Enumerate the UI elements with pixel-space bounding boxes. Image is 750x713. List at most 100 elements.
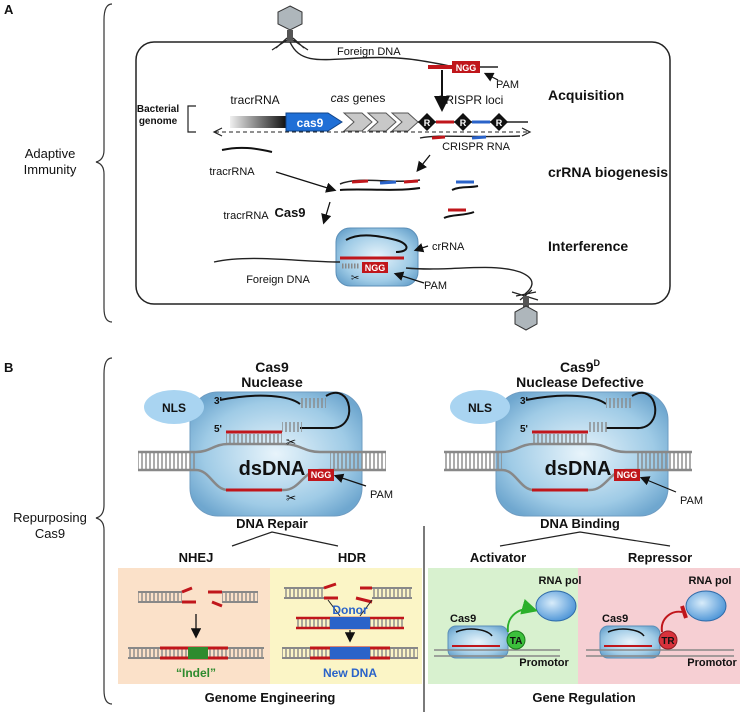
cas9-label-repressor: Cas9 [602, 613, 628, 625]
pam-arrow-right [639, 476, 677, 493]
crispr-rna-to-biogenesis-arrow [416, 154, 431, 173]
mature-crrna-red [443, 208, 475, 219]
promotor-label-activator: Promotor [519, 657, 569, 669]
cas-genes-label: cas genes [331, 91, 386, 105]
genome-engineering-label: Genome Engineering [205, 690, 336, 705]
to-interference-arrow [321, 201, 332, 225]
crrna-label: crRNA [432, 241, 465, 253]
panel-a-letter: A [4, 2, 14, 17]
crispr-repeat-3: R [490, 113, 508, 131]
foreign-dna-bottom-strand [213, 257, 533, 295]
pre-crrna-transcript [419, 135, 521, 139]
crispr-loci-label: CRISPR loci [437, 93, 504, 107]
cas-gene-arrow-2 [366, 112, 397, 132]
cas9-label-activator: Cas9 [450, 613, 476, 625]
ngg-label-top: NGG [456, 63, 477, 73]
ngg-label-interference: NGG [365, 263, 386, 273]
cas9-nuclease-title-2: Nuclease [241, 374, 303, 390]
hdr-broken-dna [284, 582, 412, 604]
dna-binding-label: DNA Binding [540, 516, 620, 531]
stage-acquisition: Acquisition [548, 87, 624, 103]
scissors-icon: ✂ [351, 273, 359, 284]
cas9d-title-1: Cas9D [560, 358, 600, 375]
five-prime-left: 5' [214, 424, 222, 435]
repeat-label-3: R [496, 118, 503, 128]
panel-a-side-label-2: Immunity [24, 162, 77, 177]
repeat-label-2: R [460, 118, 467, 128]
pam-arrow-interference [393, 271, 425, 284]
activator-label: Activator [470, 550, 526, 565]
repression-bar [680, 605, 688, 619]
cas9d-title-2: Nuclease Defective [516, 374, 644, 390]
pam-label-top: PAM [496, 79, 519, 91]
crrna-arrow [413, 243, 429, 253]
dna-repair-label: DNA Repair [236, 516, 308, 531]
panel-b: B Repurposing Cas9 Cas9 Nuclease Cas9D N… [4, 357, 740, 712]
ngg-box-top [452, 61, 480, 73]
nhej-box [118, 568, 270, 684]
tr-domain [658, 630, 678, 650]
pam-label-right: PAM [680, 495, 703, 507]
nls-tag-left [144, 390, 204, 424]
panel-b-letter: B [4, 360, 13, 375]
nls-label-right: NLS [468, 401, 492, 415]
mature-crrna-blue [451, 180, 479, 191]
crispr-repeat-2: R [454, 113, 472, 131]
three-prime-right: 3' [520, 396, 528, 407]
cas9d-title-main: Cas9 [560, 359, 594, 375]
ta-label: TA [510, 636, 523, 647]
foreign-dna-top-strand [289, 41, 451, 67]
hdr-homology-lines [327, 599, 373, 617]
panel-b-side-label-1: Repurposing [13, 510, 87, 525]
panel-a-brace [95, 3, 113, 323]
ta-domain [506, 630, 526, 650]
dsdna-label-left: dsDNA [239, 458, 306, 480]
dsdna-label-right: dsDNA [545, 458, 612, 480]
cas9d-title-sup: D [593, 358, 600, 368]
ngg-box-interference [362, 262, 388, 273]
tracrrna-label-interference: tracrRNA [223, 210, 269, 222]
ngg-box-right [614, 469, 640, 481]
new-dna-label: New DNA [323, 666, 377, 680]
hdr-repaired-dna [282, 646, 418, 660]
ngg-label-left: NGG [311, 470, 332, 480]
pam-label-left: PAM [370, 489, 393, 501]
donor-template [296, 616, 404, 630]
bacterial-cell [135, 41, 671, 305]
nls-label-left: NLS [162, 401, 186, 415]
activation-arrow [506, 599, 538, 633]
genome-bracket [187, 105, 196, 133]
rna-pol-repressor [685, 590, 727, 622]
rna-pol-activator [535, 590, 577, 622]
cas-genes-rest: genes [349, 91, 385, 105]
foreign-dna-bottom-label: Foreign DNA [246, 274, 310, 286]
activator-box [428, 568, 578, 684]
cas-gene-arrow-3 [390, 112, 419, 132]
panel-b-brace [95, 357, 113, 705]
foreign-dna-top-label: Foreign DNA [337, 46, 401, 58]
panel-a: A Adaptive Immunity Foreign DNA NGG PAM … [4, 2, 671, 331]
repeat-label-1: R [424, 118, 431, 128]
ngg-label-right: NGG [617, 470, 638, 480]
bacterial-genome-label-1: Bacterial [137, 104, 179, 115]
panel-b-side-label-2: Cas9 [35, 526, 65, 541]
cas-genes-italic: cas [331, 91, 350, 105]
donor-label: Donor [332, 603, 368, 617]
cas9-nuclease-title-1: Cas9 [255, 359, 289, 375]
tr-label: TR [661, 636, 675, 647]
nls-tag-right [450, 390, 510, 424]
bacterial-genome-label-2: genome [139, 116, 178, 127]
repair-branch-lines [231, 531, 339, 547]
hdr-label: HDR [338, 550, 367, 565]
cas-gene-arrow-1 [342, 112, 373, 132]
crispr-rna-label: CRISPR RNA [442, 141, 511, 153]
ngg-box-left [308, 469, 334, 481]
rna-pol-label-repressor: RNA pol [689, 575, 732, 587]
gene-regulation-label: Gene Regulation [532, 690, 635, 705]
three-prime-left: 3' [214, 396, 222, 407]
tracrrna-label-biogenesis: tracrRNA [209, 166, 255, 178]
phage-top-icon [271, 5, 309, 51]
pam-label-interference: PAM [424, 280, 447, 292]
cas9-nuclease-complex: NLS 3' 5' dsDNA NGG ✂ ✂ [138, 390, 386, 517]
